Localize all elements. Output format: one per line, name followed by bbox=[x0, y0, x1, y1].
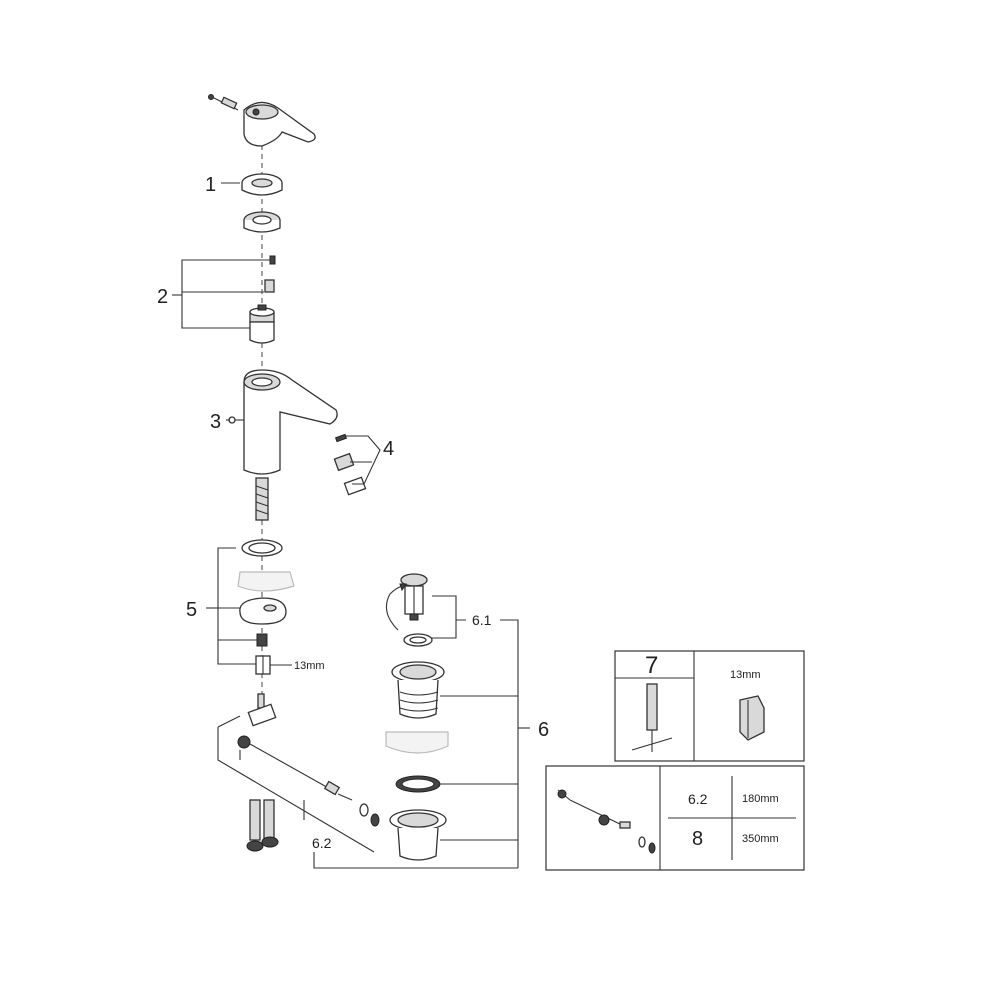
diverter-insert bbox=[264, 279, 275, 293]
lift-rod-icon bbox=[557, 789, 656, 854]
drain-gasket bbox=[395, 775, 441, 793]
small-screw bbox=[269, 255, 276, 265]
drain-body-upper bbox=[391, 661, 445, 719]
hex-socket-icon bbox=[739, 695, 765, 741]
cartridge bbox=[249, 304, 275, 344]
label-part-3: 3 bbox=[210, 411, 221, 433]
label-tool-size: 13mm bbox=[730, 669, 761, 681]
tool-table bbox=[614, 650, 805, 762]
ghost-basin bbox=[385, 731, 449, 754]
label-part-5: 5 bbox=[186, 599, 197, 621]
label-rod-8: 8 bbox=[692, 828, 703, 850]
o-ring-gasket bbox=[241, 539, 283, 557]
label-part-1: 1 bbox=[205, 174, 216, 196]
bracket-part-2 bbox=[181, 259, 270, 329]
part-4-aerator bbox=[333, 433, 367, 496]
drain-plug bbox=[400, 573, 428, 621]
part-1-cap-ring bbox=[241, 173, 283, 196]
label-rod-6-2-length: 180mm bbox=[742, 793, 779, 805]
rod-bracket-frame bbox=[217, 715, 375, 853]
bracket-part-6-1 bbox=[432, 595, 466, 639]
lever-handle bbox=[208, 94, 316, 147]
label-part-6: 6 bbox=[538, 719, 549, 741]
label-size-13mm: 13mm bbox=[294, 660, 325, 672]
label-part-4: 4 bbox=[383, 438, 394, 460]
supply-hoses-lower bbox=[246, 799, 279, 852]
ghost-sink bbox=[237, 571, 295, 592]
mounting-nut-small bbox=[256, 633, 268, 647]
label-rod-8-length: 350mm bbox=[742, 833, 779, 845]
tool-7-wrench bbox=[631, 683, 673, 752]
rotate-arrow bbox=[385, 585, 403, 631]
drain-body-lower bbox=[389, 809, 447, 861]
label-part-6-1: 6.1 bbox=[472, 612, 492, 628]
lift-rod-assembly bbox=[237, 693, 380, 827]
drain-plug-seal bbox=[403, 633, 433, 647]
horseshoe-washer bbox=[239, 597, 287, 625]
label-rod-6-2: 6.2 bbox=[688, 791, 708, 807]
label-part-7: 7 bbox=[645, 652, 658, 679]
label-part-2: 2 bbox=[157, 286, 168, 308]
part-3-faucet-body bbox=[228, 369, 338, 475]
rod-length-table bbox=[545, 765, 805, 871]
retaining-nut bbox=[243, 211, 281, 233]
supply-hoses-upper bbox=[255, 477, 269, 521]
label-part-6-2: 6.2 bbox=[312, 835, 332, 851]
mounting-nut-13mm bbox=[255, 655, 271, 675]
